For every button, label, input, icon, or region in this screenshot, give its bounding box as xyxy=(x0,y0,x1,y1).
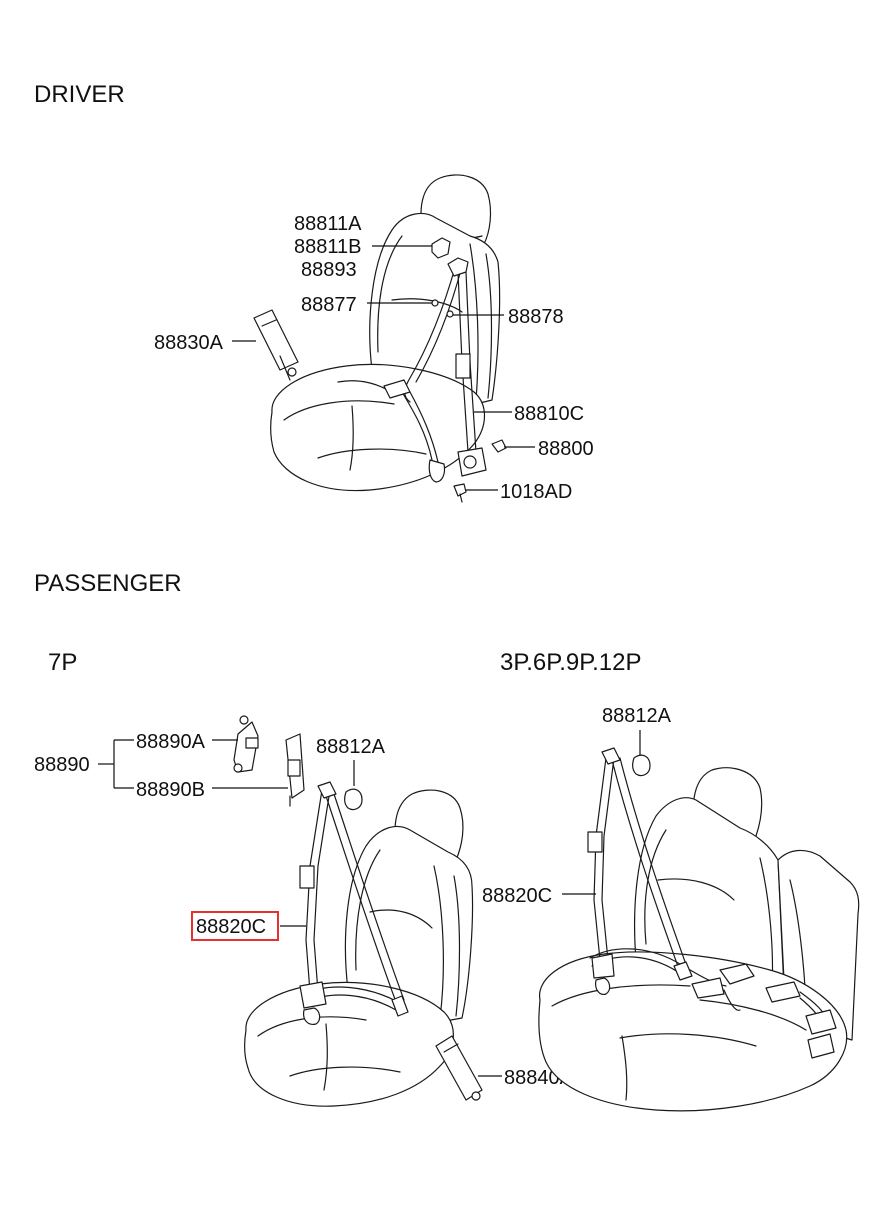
part-label-88800: 88800 xyxy=(538,438,594,460)
part-label-88811A: 88811A xyxy=(294,213,362,235)
driver-seat-illustration xyxy=(253,174,507,503)
part-label-88878: 88878 xyxy=(508,306,564,328)
part-label-88877: 88877 xyxy=(301,294,357,316)
part-label-88812A-bench: 88812A xyxy=(602,705,672,727)
part-label-88812A-7p: 88812A xyxy=(316,736,386,758)
part-label-88811B: 88811B xyxy=(294,236,361,258)
part-label-88810C: 88810C xyxy=(514,403,584,425)
part-label-88820C-bench: 88820C xyxy=(482,885,552,907)
driver-leader-lines xyxy=(232,245,535,491)
part-label-88893: 88893 xyxy=(301,259,357,281)
part-label-88890: 88890 xyxy=(34,754,90,776)
passenger-bench-leader-lines xyxy=(562,730,641,895)
passenger-bench-seat-illustration xyxy=(538,747,860,1112)
passenger-7p-seat-illustration xyxy=(233,715,483,1107)
part-label-1018AD: 1018AD xyxy=(500,481,572,503)
section-subtitle-3p-6p-9p-12p: 3P.6P.9P.12P xyxy=(500,649,642,676)
section-subtitle-7p: 7P xyxy=(48,649,77,676)
part-label-88830A: 88830A xyxy=(154,332,224,354)
part-label-88820C-7p: 88820C xyxy=(196,916,266,938)
section-title-passenger: PASSENGER xyxy=(34,570,182,597)
highlight-box-88820C xyxy=(191,911,279,941)
passenger-7p-leader-lines xyxy=(98,739,502,1077)
part-label-88890B: 88890B xyxy=(136,779,205,801)
part-label-88890A: 88890A xyxy=(136,731,206,753)
section-title-driver: DRIVER xyxy=(34,81,125,108)
